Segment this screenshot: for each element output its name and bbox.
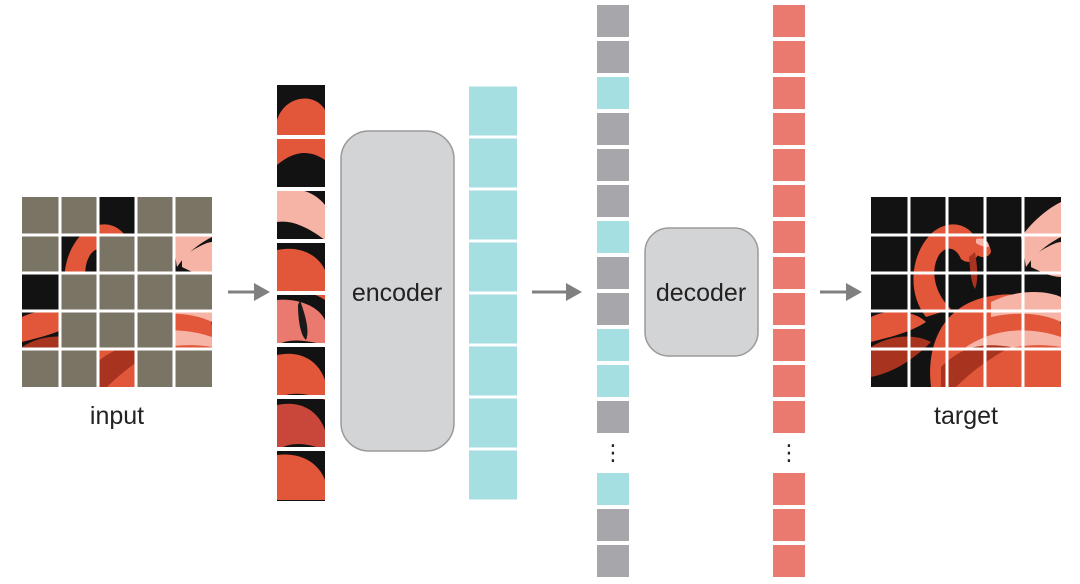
decoded-token xyxy=(773,365,805,397)
mask-token xyxy=(597,509,629,541)
decoded-token xyxy=(773,329,805,361)
encoded-token xyxy=(597,221,629,253)
patch-separator xyxy=(277,395,325,399)
decoded-token xyxy=(773,257,805,289)
target-image-grid xyxy=(871,197,1061,387)
patch-separator xyxy=(277,343,325,347)
masked-patch xyxy=(22,235,60,273)
patch-separator xyxy=(277,447,325,451)
patch-separator xyxy=(277,187,325,191)
arrow-encoded-to-decoder-input xyxy=(532,283,582,301)
masked-patch xyxy=(60,197,98,235)
decoder-input-tokens-column: ⋮ xyxy=(597,5,629,577)
encoded-token xyxy=(469,242,517,292)
decoded-token xyxy=(773,77,805,109)
masked-patch xyxy=(136,349,174,387)
patch-separator xyxy=(277,135,325,139)
decoded-token xyxy=(773,5,805,37)
encoded-token xyxy=(469,450,517,500)
arrow-decoded-to-target xyxy=(820,283,862,301)
patch-separator xyxy=(277,291,325,295)
encoded-token xyxy=(597,365,629,397)
decoded-token xyxy=(773,149,805,181)
decoded-token xyxy=(773,41,805,73)
masked-patch xyxy=(60,349,98,387)
encoded-token xyxy=(469,86,517,136)
masked-patch xyxy=(22,197,60,235)
arrow-input-to-patches xyxy=(228,283,270,301)
decoder-label: decoder xyxy=(656,279,746,307)
encoder-block: encoder xyxy=(340,130,455,452)
masked-patch xyxy=(60,273,98,311)
mask-token xyxy=(597,41,629,73)
mask-token xyxy=(597,113,629,145)
encoded-tokens-column xyxy=(469,86,517,500)
mask-token xyxy=(597,545,629,577)
input-image-grid xyxy=(22,197,212,387)
masked-patch xyxy=(98,235,136,273)
encoded-token xyxy=(469,398,517,448)
visible-patches-strip xyxy=(277,85,325,501)
decoded-token xyxy=(773,509,805,541)
masked-patch xyxy=(22,349,60,387)
masked-patch xyxy=(136,235,174,273)
masked-patch xyxy=(98,311,136,349)
input-label: input xyxy=(90,402,144,430)
encoded-token xyxy=(469,190,517,240)
masked-patch xyxy=(174,197,212,235)
encoded-token xyxy=(597,77,629,109)
masked-patch xyxy=(98,273,136,311)
encoded-token xyxy=(597,329,629,361)
decoder-block: decoder xyxy=(644,227,759,357)
masked-patch xyxy=(136,311,174,349)
masked-patch xyxy=(136,273,174,311)
decoded-tokens-column: ⋮ xyxy=(773,5,805,577)
mask-token xyxy=(597,401,629,433)
encoder-label: encoder xyxy=(352,279,442,307)
mask-token xyxy=(597,5,629,37)
encoded-token xyxy=(469,138,517,188)
mask-token xyxy=(597,257,629,289)
masked-patch xyxy=(174,349,212,387)
decoded-token xyxy=(773,221,805,253)
ellipsis: ⋮ xyxy=(778,440,800,465)
decoded-token xyxy=(773,473,805,505)
masked-patch xyxy=(60,311,98,349)
decoded-token xyxy=(773,545,805,577)
decoded-token xyxy=(773,185,805,217)
decoded-token xyxy=(773,401,805,433)
masked-patch xyxy=(174,273,212,311)
patch-separator xyxy=(277,239,325,243)
encoded-token xyxy=(469,294,517,344)
decoded-token xyxy=(773,293,805,325)
mask-token xyxy=(597,185,629,217)
encoded-token xyxy=(469,346,517,396)
target-label: target xyxy=(934,402,998,430)
mask-token xyxy=(597,149,629,181)
encoded-token xyxy=(597,473,629,505)
ellipsis: ⋮ xyxy=(602,440,624,465)
masked-patch xyxy=(136,197,174,235)
mask-token xyxy=(597,293,629,325)
decoded-token xyxy=(773,113,805,145)
